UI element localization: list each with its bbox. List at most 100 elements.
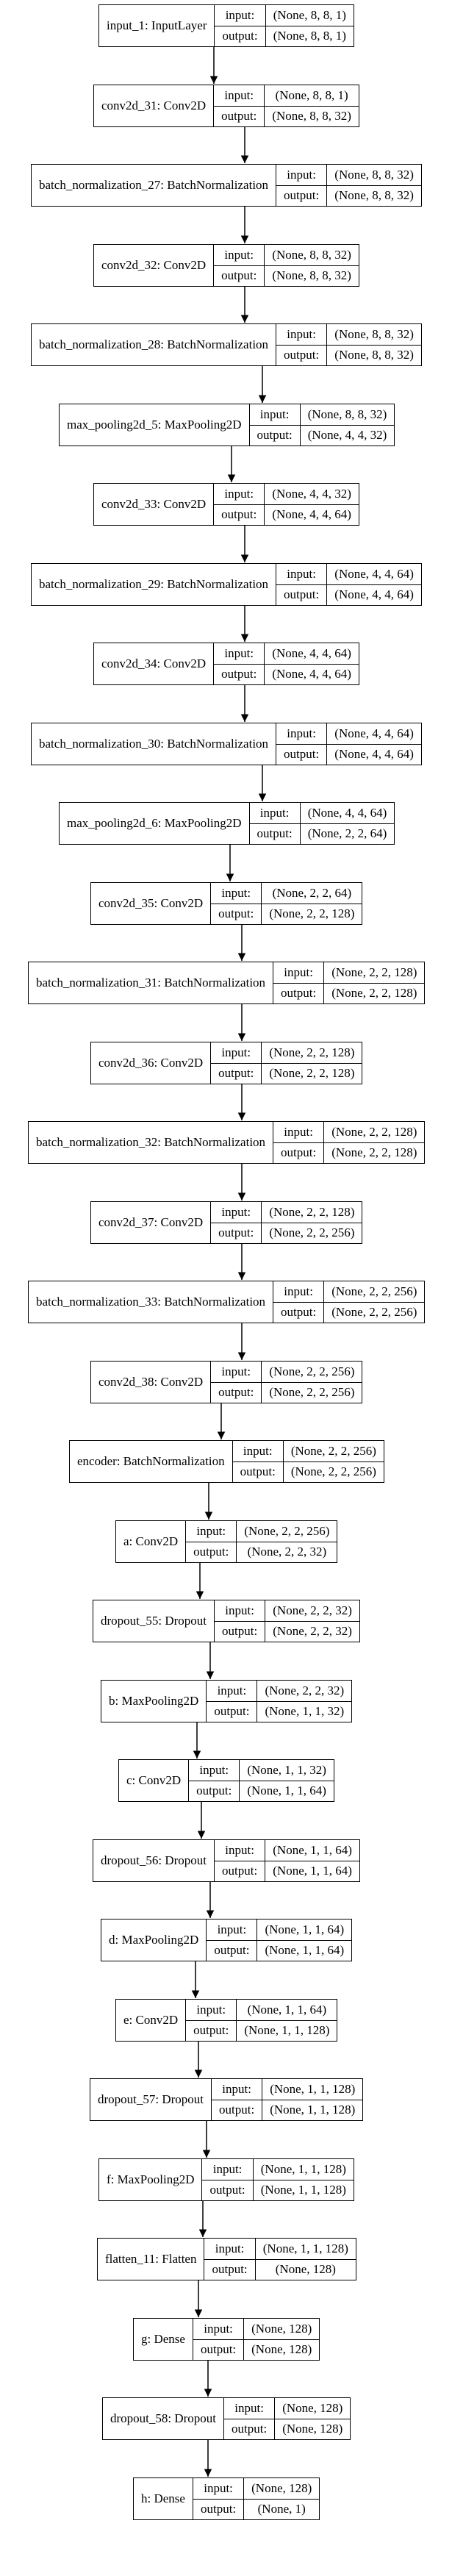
io-labels: input:output:	[192, 2319, 244, 2360]
layer-name: conv2d_34: Conv2D	[101, 656, 207, 670]
input-label: input:	[196, 2002, 226, 2017]
io-labels: input:output:	[188, 1760, 240, 1801]
input-shape: (None, 8, 8, 32)	[334, 167, 414, 182]
input-shape: (None, 1, 1, 64)	[265, 1922, 345, 1936]
input-shape: (None, 1, 1, 128)	[270, 2081, 356, 2096]
output-label: output:	[215, 1620, 265, 1642]
output-label: output:	[273, 1301, 324, 1323]
output-label: output:	[211, 1222, 262, 1244]
input-shape: (None, 128)	[282, 2400, 343, 2415]
layer-name: c: Conv2D	[126, 1773, 182, 1787]
input-label: input:	[204, 2321, 233, 2336]
output-shape: (None, 8, 8, 32)	[265, 265, 359, 287]
io-labels: input:output:	[223, 2398, 275, 2439]
io-shapes: (None, 8, 8, 32) (None, 8, 8, 32)	[264, 245, 359, 286]
io-shapes: (None, 1, 1, 32)(None, 1, 1, 64)	[239, 1760, 334, 1801]
output-label: output:	[232, 1461, 283, 1483]
io-shapes: (None, 1, 1, 128)(None, 1, 1, 128)	[252, 2159, 354, 2201]
io-shapes: (None, 4, 4, 64)(None, 4, 4, 64)	[326, 723, 421, 765]
io-shapes: (None, 128)(None, 1)	[243, 2478, 320, 2519]
io-shapes: (None, 4, 4, 64)(None, 4, 4, 64)	[264, 643, 359, 684]
input-label: input:	[224, 486, 254, 501]
input-label: input:	[224, 247, 254, 262]
layer-name: dropout_55: Dropout	[101, 1614, 207, 1628]
io-labels: input:output:	[273, 962, 324, 1003]
output-label: output:	[207, 1939, 257, 1961]
input-label: input:	[287, 167, 316, 182]
output-shape: (None, 2, 2, 128)	[262, 1062, 362, 1084]
input-label: input:	[225, 7, 255, 22]
input-shape: (None, 4, 4, 64)	[307, 805, 387, 820]
io-shapes: (None, 1, 1, 64)(None, 1, 1, 64)	[265, 1840, 359, 1881]
input-label: input:	[221, 885, 251, 900]
output-label: output:	[186, 1541, 237, 1563]
input-label: input:	[284, 965, 313, 979]
io-shapes: (None, 2, 2, 128)(None, 2, 2, 128)	[261, 1042, 362, 1084]
input-shape: (None, 8, 8, 32)	[307, 407, 387, 421]
input-shape: (None, 128)	[251, 2321, 312, 2336]
layer-name: d: MaxPooling2D	[109, 1933, 199, 1947]
io-labels: input: output:	[273, 1281, 324, 1323]
io-shapes: (None, 8, 8, 32)(None, 8, 8, 32)	[326, 165, 421, 206]
input-shape: (None, 1, 1, 64)	[273, 1842, 352, 1857]
layer-name: dropout_56: Dropout	[101, 1853, 207, 1867]
input-shape: (None, 8, 8, 32)	[334, 326, 414, 341]
io-labels: input:output:	[185, 1521, 237, 1563]
output-shape: (None, 2, 2, 256)	[324, 1301, 425, 1323]
output-label: output:	[204, 2258, 255, 2280]
layer-name: batch_normalization_27: BatchNormalizati…	[39, 178, 269, 192]
io-labels: input:output:	[276, 165, 327, 206]
io-shapes: (None, 4, 4, 64)(None, 4, 4, 64)	[326, 564, 421, 605]
output-label: output:	[193, 2498, 244, 2520]
io-shapes: (None, 2, 2, 256)(None, 2, 2, 256)	[261, 1362, 362, 1403]
input-label: input:	[259, 407, 290, 421]
output-label: output:	[273, 1142, 324, 1164]
input-shape: (None, 8, 8, 1)	[275, 87, 348, 102]
layer-name: input_1: InputLayer	[107, 18, 207, 32]
io-shapes: (None, 4, 4, 32)(None, 4, 4, 64)	[264, 484, 359, 525]
output-shape: (None, 1, 1, 128)	[253, 2179, 354, 2201]
io-shapes: (None, 2, 2, 256)(None, 2, 2, 256)	[282, 1441, 384, 1482]
output-shape: (None, 4, 4, 64)	[265, 663, 359, 685]
io-labels: input:output:	[213, 643, 265, 684]
input-label: input:	[234, 2400, 264, 2415]
io-labels: input: output:	[214, 1600, 265, 1642]
output-label: output:	[207, 1700, 257, 1722]
layer-name: conv2d_33: Conv2D	[101, 497, 207, 511]
layer-name: h: Dense	[141, 2491, 185, 2505]
layer-name: flatten_11: Flatten	[105, 2252, 197, 2266]
layer-name: max_pooling2d_6: MaxPooling2D	[67, 816, 242, 830]
io-shapes: (None, 2, 2, 256)(None, 2, 2, 32)	[236, 1521, 337, 1562]
io-labels: input: output:	[248, 404, 300, 446]
output-shape: (None, 2, 2, 64)	[300, 823, 395, 845]
layer-name: conv2d_36: Conv2D	[98, 1056, 204, 1070]
layer-name: batch_normalization_28: BatchNormalizati…	[39, 337, 269, 351]
layer-name: a: Conv2D	[123, 1534, 179, 1548]
output-label: output:	[249, 424, 300, 446]
input-label: input:	[225, 1603, 254, 1617]
input-label: input:	[287, 566, 316, 581]
input-label: input:	[204, 2480, 233, 2495]
io-shapes: (None, 2, 2, 32)(None, 2, 2, 32)	[265, 1600, 359, 1642]
io-labels: input:output:	[204, 2239, 255, 2280]
output-label: output:	[211, 1381, 262, 1403]
io-shapes: (None, 128)(None, 128)	[274, 2398, 351, 2439]
io-shapes: (None, 8, 8, 1)(None, 8, 8, 1)	[265, 5, 354, 46]
io-labels: input:output:	[276, 324, 327, 365]
input-shape: (None, 8, 8, 32)	[272, 247, 351, 262]
io-shapes: (None, 2, 2, 64)(None, 2, 2, 128)	[261, 883, 362, 924]
io-shapes: (None, 8, 8, 32)(None, 4, 4, 32)	[299, 404, 395, 446]
input-label: input:	[284, 1284, 313, 1298]
output-label: output:	[276, 743, 327, 765]
layer-name: batch_normalization_30: BatchNormalizati…	[39, 737, 269, 751]
io-labels: input:output:	[248, 803, 300, 844]
